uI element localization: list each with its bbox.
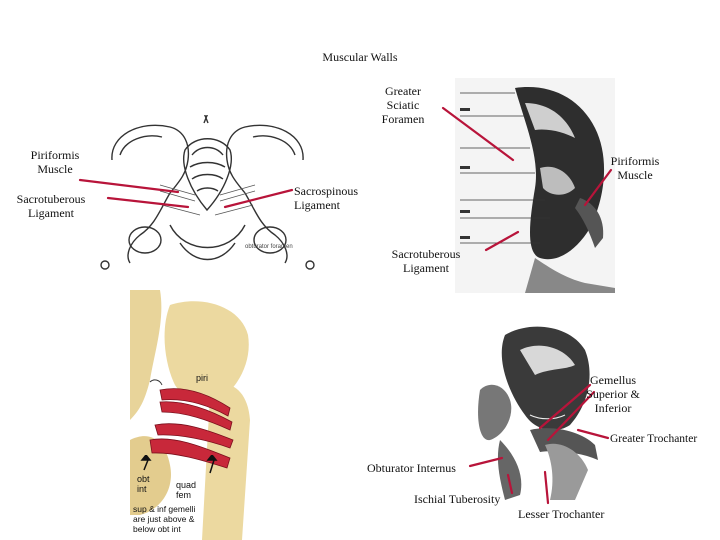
label-greater-trochanter: Greater Trochanter bbox=[610, 433, 698, 445]
gemelli-note: sup & inf gemelli are just above & below… bbox=[133, 504, 196, 534]
hip-posterior-color-illustration bbox=[130, 290, 268, 540]
label-piriformis-left: Piriformis Muscle bbox=[30, 148, 80, 176]
arrow-marks bbox=[140, 455, 218, 474]
obt-int-note: obt int bbox=[137, 474, 150, 494]
label-piriformis-right: Piriformis Muscle bbox=[610, 154, 660, 182]
piri-note: piri bbox=[196, 373, 209, 383]
slide-title: Muscular Walls bbox=[322, 50, 398, 64]
obturator-foramen-note: obturator foramen bbox=[245, 244, 293, 250]
label-lesser-trochanter: Lesser Trochanter bbox=[518, 507, 605, 521]
hip-lateral-grayscale-illustration bbox=[470, 320, 600, 500]
label-obturator-internus: Obturator Internus bbox=[367, 461, 456, 475]
quad-fem-note: quad fem bbox=[176, 480, 197, 500]
label-greater-sciatic-foramen: Greater Sciatic Foramen bbox=[381, 84, 425, 126]
label-ischial-tuberosity: Ischial Tuberosity bbox=[414, 492, 501, 506]
label-sacrospinous: Sacrospinous Ligament bbox=[294, 184, 358, 212]
label-sacrotuberous-left: Sacrotuberous Ligament bbox=[16, 192, 86, 220]
label-gemellus: Gemellus Superior & Inferior bbox=[586, 373, 640, 415]
label-sacrotuberous-mid: Sacrotuberous Ligament bbox=[391, 247, 461, 275]
hip-sagittal-illustration bbox=[455, 78, 615, 293]
